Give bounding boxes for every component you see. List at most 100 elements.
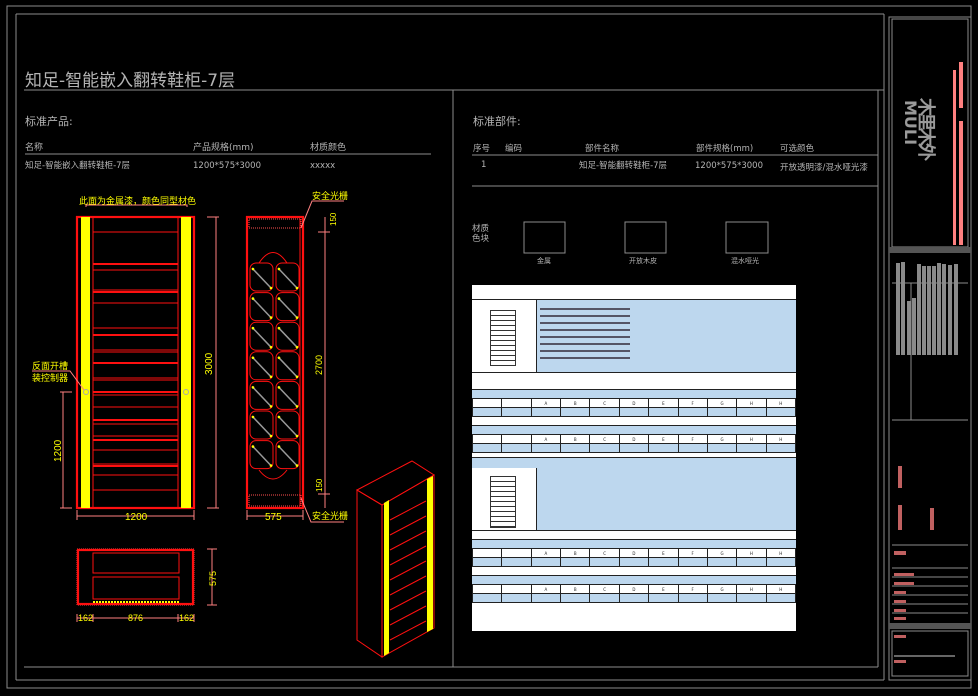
svg-text:材质颜色: 材质颜色 (310, 141, 346, 153)
svg-text:可选颜色: 可选颜色 (780, 143, 815, 154)
title-block: MULI 木里木外 (888, 16, 972, 681)
column-header: G (706, 548, 738, 558)
column-header: H (765, 548, 797, 558)
column-header: H (765, 398, 797, 408)
page-title: 知足-智能嵌入翻转鞋柜-7层 (25, 71, 235, 91)
section-heading: 标准部件: (473, 114, 521, 128)
svg-text:150: 150 (315, 478, 324, 492)
column-header: A (530, 548, 562, 558)
svg-text:序号: 序号 (473, 143, 490, 154)
svg-text:金属: 金属 (537, 256, 551, 265)
svg-text:知足-智能嵌入翻转鞋柜-7层: 知足-智能嵌入翻转鞋柜-7层 (25, 160, 130, 171)
svg-text:材质: 材质 (472, 223, 490, 234)
column-header: C (589, 584, 620, 594)
column-header: H (765, 434, 797, 444)
plan-view: 162 876 162 575 (76, 548, 218, 623)
shoe-compartment (249, 292, 274, 322)
shoe-compartment (249, 440, 274, 470)
svg-text:1200: 1200 (125, 512, 148, 523)
svg-text:1200*575*3000: 1200*575*3000 (695, 161, 763, 171)
iso-shelf (389, 545, 427, 566)
section-heading: 标准产品: (25, 114, 73, 128)
iso-shelf (389, 500, 427, 521)
svg-text:安全光栅: 安全光栅 (312, 510, 348, 521)
shoe-compartment (275, 351, 300, 381)
column-header: C (589, 548, 620, 558)
iso-shelf (389, 605, 427, 626)
column-header: B (560, 434, 591, 444)
cabinet-thumbnail-icon (490, 310, 516, 366)
column-header: F (677, 398, 708, 408)
svg-text:3000: 3000 (204, 352, 215, 375)
shoe-compartment (275, 410, 300, 440)
shoe-compartment (275, 440, 300, 470)
front-elevation: 1200 3000 1200 此面为金属漆，颜色同型材色 反面开槽 装控制器 (32, 195, 219, 523)
column-header: C (589, 398, 620, 408)
column-header: F (677, 584, 708, 594)
logo-cn: 木里木外 (915, 97, 937, 161)
column-header: E (648, 434, 679, 444)
iso-shelf (389, 575, 427, 596)
column-header: H (736, 434, 767, 444)
svg-text:开放透明漆/混水哑光漆: 开放透明漆/混水哑光漆 (780, 162, 868, 173)
shoe-compartment (275, 292, 300, 322)
column-header: C (589, 434, 620, 444)
side-section: 575 2700 150 150 安全光栅 安全光栅 (245, 190, 348, 523)
swatch-metal (523, 221, 566, 254)
svg-text:编码: 编码 (505, 143, 522, 154)
column-header: H (736, 584, 767, 594)
shoe-compartment (275, 321, 300, 351)
column-header: D (618, 398, 650, 408)
svg-text:150: 150 (329, 212, 338, 226)
column-header: D (618, 548, 650, 558)
column-header: B (560, 548, 591, 558)
svg-text:装控制器: 装控制器 (32, 372, 68, 383)
iso-shelf (389, 560, 427, 581)
svg-text:混水哑光: 混水哑光 (731, 256, 759, 265)
column-header: H (765, 584, 797, 594)
svg-text:1: 1 (481, 160, 486, 170)
column-header: A (530, 584, 562, 594)
column-header: E (648, 398, 679, 408)
column-header: B (560, 584, 591, 594)
column-header: F (677, 434, 708, 444)
svg-text:此面为金属漆，颜色同型材色: 此面为金属漆，颜色同型材色 (79, 195, 196, 206)
logo-en: MULI (901, 100, 920, 145)
column-header: E (648, 548, 679, 558)
column-header: B (560, 398, 591, 408)
iso-shelf (389, 590, 427, 611)
svg-text:876: 876 (128, 613, 143, 623)
svg-text:575: 575 (208, 571, 218, 586)
svg-text:1200*575*3000: 1200*575*3000 (193, 161, 261, 171)
shoe-compartment (275, 380, 300, 410)
svg-text:xxxxx: xxxxx (310, 161, 335, 171)
svg-text:部件规格(mm): 部件规格(mm) (696, 143, 753, 154)
cabinet-thumbnail-icon (490, 476, 516, 528)
shoe-compartment (249, 321, 274, 351)
svg-text:产品规格(mm): 产品规格(mm) (193, 141, 254, 153)
column-header: D (618, 584, 650, 594)
svg-text:部件名称: 部件名称 (585, 143, 620, 154)
iso-shelf (389, 530, 427, 551)
shoe-compartment (249, 380, 274, 410)
svg-text:162: 162 (179, 613, 194, 623)
column-header: H (736, 548, 767, 558)
svg-text:名称: 名称 (25, 141, 43, 153)
iso-shelf (389, 620, 427, 641)
column-header: G (706, 434, 738, 444)
column-header: E (648, 584, 679, 594)
shoe-compartment (249, 262, 274, 292)
svg-text:2700: 2700 (314, 355, 324, 375)
material-swatches: 材质 色块 金属 开放木皮 混水哑光 (472, 221, 769, 265)
svg-text:色块: 色块 (472, 233, 490, 244)
svg-text:1200: 1200 (53, 439, 64, 462)
shoe-compartment (249, 351, 274, 381)
svg-text:575: 575 (265, 512, 282, 523)
shoe-compartment (275, 262, 300, 292)
